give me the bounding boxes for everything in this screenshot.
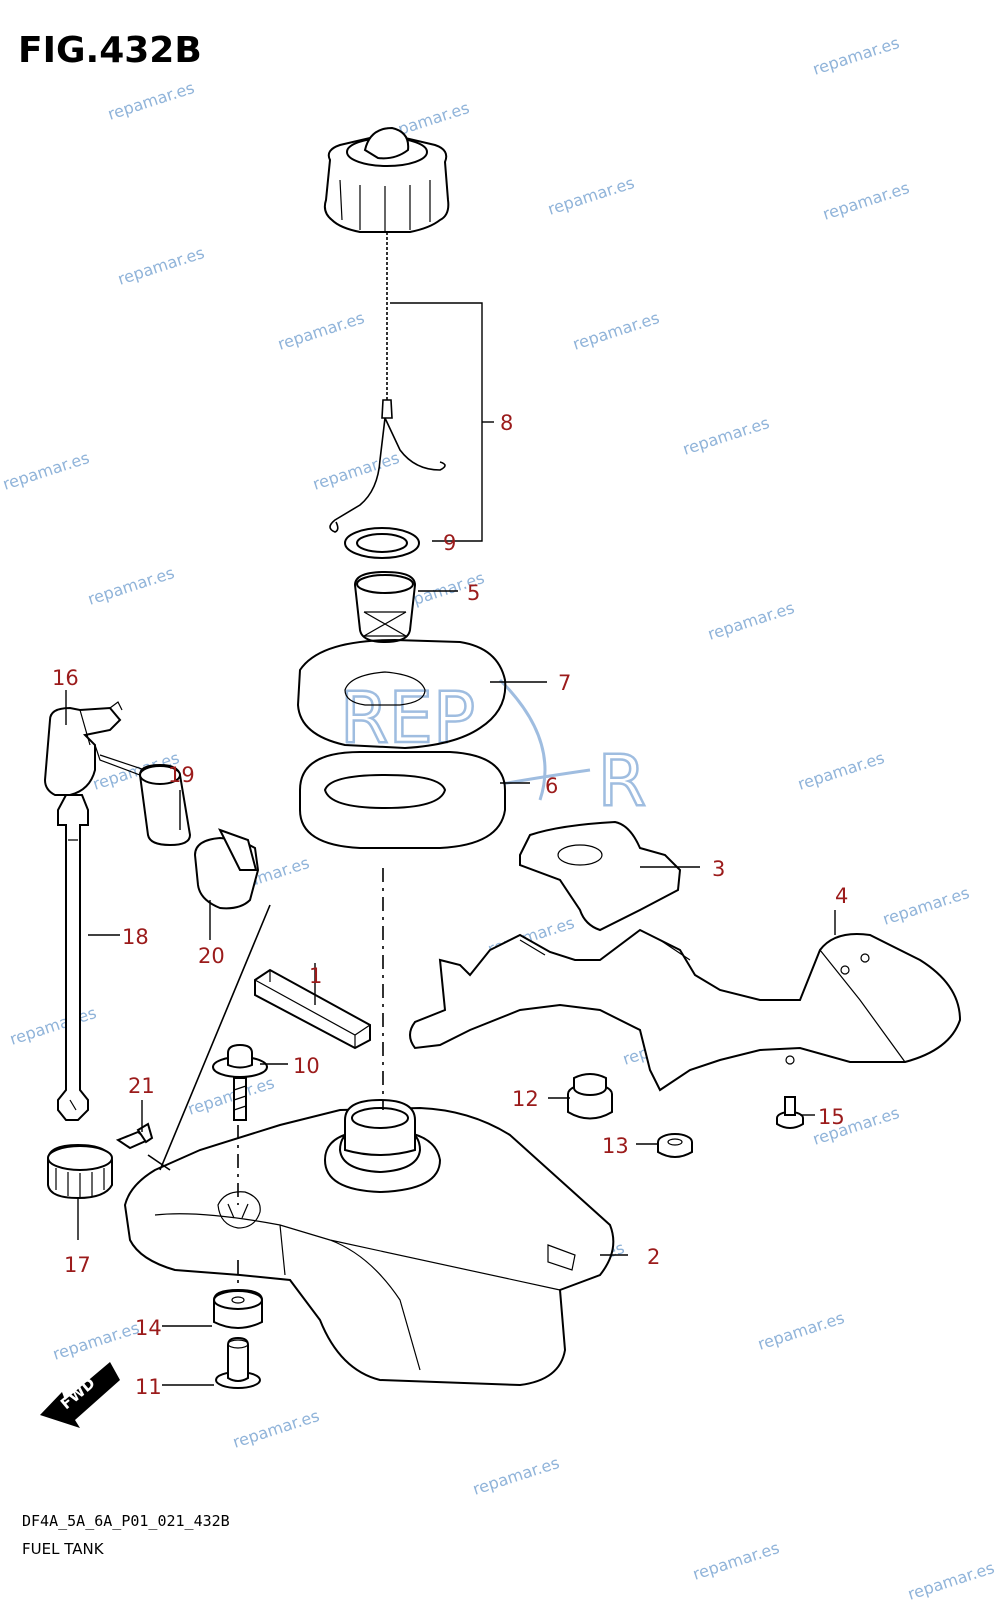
part-label-6: 6 bbox=[545, 774, 558, 798]
tank-plate bbox=[296, 638, 507, 750]
fuel-cap bbox=[323, 126, 450, 533]
part-label-2: 2 bbox=[647, 1245, 660, 1269]
part-labels: 8 9 5 7 6 3 4 1 10 12 13 15 2 14 11 16 1… bbox=[52, 411, 848, 1399]
figure-code: DF4A_5A_6A_P01_021_432B bbox=[22, 1512, 230, 1530]
watermark: repamar.es bbox=[7, 1003, 98, 1049]
part-label-21: 21 bbox=[128, 1074, 155, 1098]
part-label-4: 4 bbox=[835, 884, 848, 908]
watermark: repamar.es bbox=[275, 308, 366, 354]
part-label-9: 9 bbox=[443, 531, 456, 555]
watermark: repamar.es bbox=[85, 563, 176, 609]
foam-pad bbox=[254, 968, 371, 1050]
watermark: repamar.es bbox=[820, 178, 911, 224]
watermark: repamar.es bbox=[795, 748, 886, 794]
watermark: repamar.es bbox=[545, 173, 636, 219]
bracket-large bbox=[409, 928, 962, 1092]
leader-lines bbox=[65, 302, 836, 1386]
part-label-13: 13 bbox=[602, 1134, 629, 1158]
figure-name: FUEL TANK bbox=[22, 1540, 104, 1558]
cable-strap bbox=[57, 794, 89, 1121]
collar bbox=[215, 1336, 261, 1389]
hose-clamp bbox=[193, 828, 260, 910]
watermark: repamar.es bbox=[50, 1318, 141, 1364]
cap-gasket bbox=[344, 527, 420, 559]
screw-small bbox=[776, 1096, 804, 1129]
grommet-large bbox=[567, 1073, 613, 1120]
part-label-10: 10 bbox=[293, 1054, 320, 1078]
part-label-3: 3 bbox=[712, 857, 725, 881]
part-label-18: 18 bbox=[122, 925, 149, 949]
watermark: repamar.es bbox=[705, 598, 796, 644]
part-label-12: 12 bbox=[512, 1087, 539, 1111]
screw-21 bbox=[115, 1122, 154, 1150]
clip-17 bbox=[47, 1143, 113, 1200]
watermark: repamar.es bbox=[680, 413, 771, 459]
alignment-lines bbox=[147, 868, 384, 1290]
bolt-washer bbox=[212, 1043, 268, 1121]
part-label-11: 11 bbox=[135, 1375, 162, 1399]
watermark: repamar.es bbox=[0, 448, 91, 494]
fuel-tank bbox=[123, 1098, 615, 1387]
fwd-direction-badge: FWD bbox=[40, 1362, 120, 1428]
watermark: repamar.es bbox=[690, 1538, 781, 1584]
part-label-1: 1 bbox=[309, 964, 322, 988]
watermark: repamar.es bbox=[115, 243, 206, 289]
part-label-15: 15 bbox=[818, 1105, 845, 1129]
part-label-7: 7 bbox=[558, 671, 571, 695]
mount-rubber bbox=[213, 1288, 263, 1329]
fuel-strainer bbox=[353, 570, 417, 644]
part-label-20: 20 bbox=[198, 944, 225, 968]
part-label-14: 14 bbox=[135, 1316, 162, 1340]
figure-title: FIG.432B bbox=[18, 30, 202, 71]
fuel-connector bbox=[43, 701, 147, 796]
seal-ring bbox=[299, 751, 506, 849]
watermark: repamar.es bbox=[570, 308, 661, 354]
part-label-19: 19 bbox=[168, 763, 195, 787]
part-label-8: 8 bbox=[500, 411, 513, 435]
watermark: repamar.es bbox=[810, 33, 901, 79]
part-label-17: 17 bbox=[64, 1253, 91, 1277]
watermark: repamar.es bbox=[905, 1558, 996, 1600]
watermark: repamar.es bbox=[755, 1308, 846, 1354]
watermark: repamar.es bbox=[470, 1453, 561, 1499]
watermark: repamar.es bbox=[185, 1073, 276, 1119]
watermark: repamar.es bbox=[310, 448, 401, 494]
watermark: repamar.es bbox=[880, 883, 971, 929]
watermark: repamar.es bbox=[105, 78, 196, 124]
part-label-16: 16 bbox=[52, 666, 79, 690]
grommet-small bbox=[657, 1133, 693, 1158]
part-label-5: 5 bbox=[467, 581, 480, 605]
bracket-small bbox=[519, 820, 682, 932]
fuel-hose bbox=[138, 763, 192, 847]
watermark: repamar.es bbox=[230, 1406, 321, 1452]
